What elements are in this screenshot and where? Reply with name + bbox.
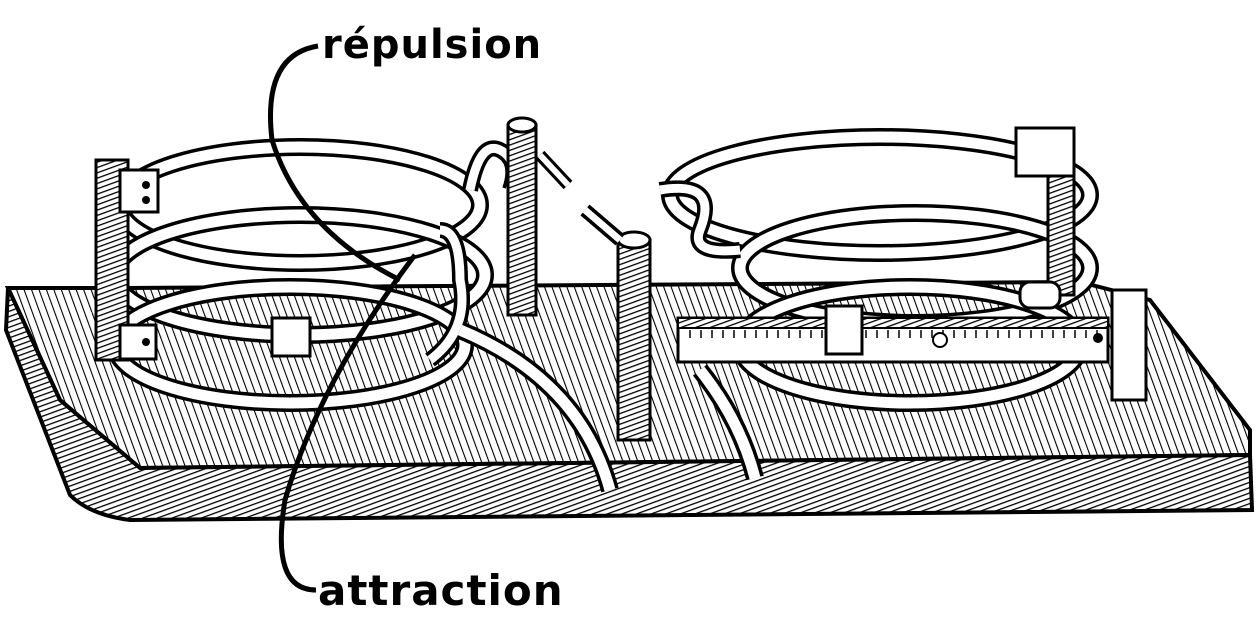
front-post — [580, 204, 652, 442]
label-attraction: attraction — [318, 566, 564, 615]
left-coil-bracket — [94, 158, 160, 362]
measuring-scale — [676, 288, 1148, 402]
right-coil-bracket — [1014, 126, 1076, 310]
board-edge — [3, 287, 1255, 523]
rear-post — [506, 116, 573, 317]
label-repulsion: répulsion — [322, 22, 543, 68]
repulsion-leader — [268, 43, 402, 283]
attraction-leader — [278, 253, 417, 593]
leader-lines — [268, 43, 417, 593]
left-coil-clip — [270, 316, 312, 358]
